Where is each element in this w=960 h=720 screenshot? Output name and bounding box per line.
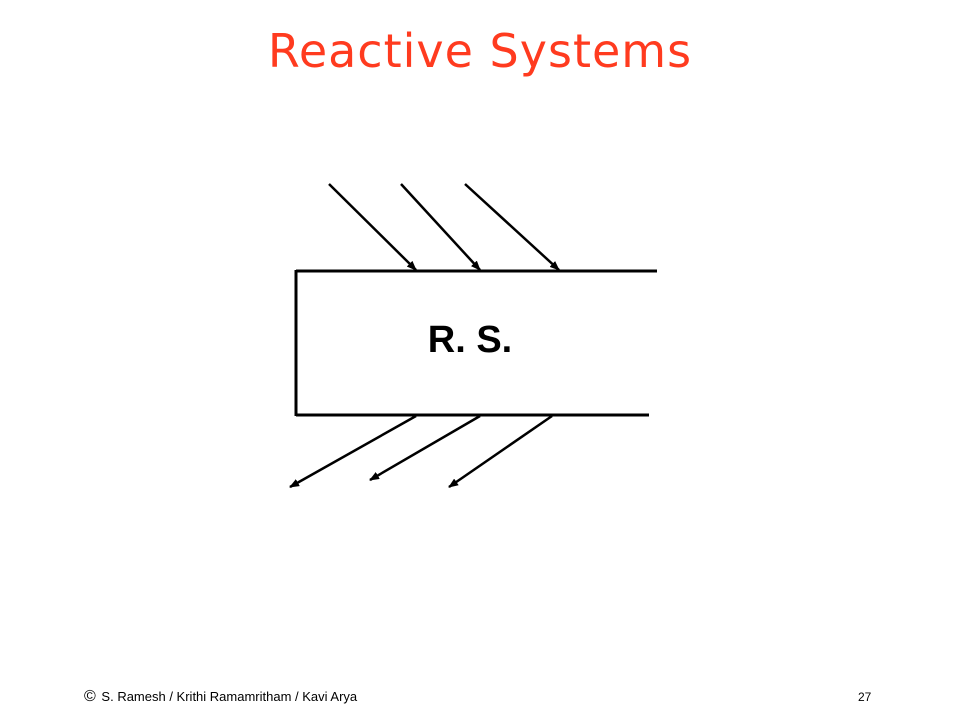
slide-title: Reactive Systems xyxy=(267,24,693,78)
input-arrows xyxy=(328,183,560,271)
footer-credit: © S. Ramesh / Krithi Ramamritham / Kavi … xyxy=(84,688,357,706)
input-arrow xyxy=(464,183,560,271)
system-label: R. S. xyxy=(427,319,513,361)
system-box xyxy=(294,269,657,417)
page-number: 27 xyxy=(858,690,872,704)
input-arrow xyxy=(328,183,417,271)
output-arrow xyxy=(369,414,481,482)
output-arrows xyxy=(289,414,553,489)
copyright-icon: © xyxy=(84,688,96,705)
output-arrow xyxy=(448,414,553,489)
footer-credit-text: S. Ramesh / Krithi Ramamritham / Kavi Ar… xyxy=(101,689,358,704)
input-arrow xyxy=(400,183,481,271)
output-arrow xyxy=(289,414,417,489)
